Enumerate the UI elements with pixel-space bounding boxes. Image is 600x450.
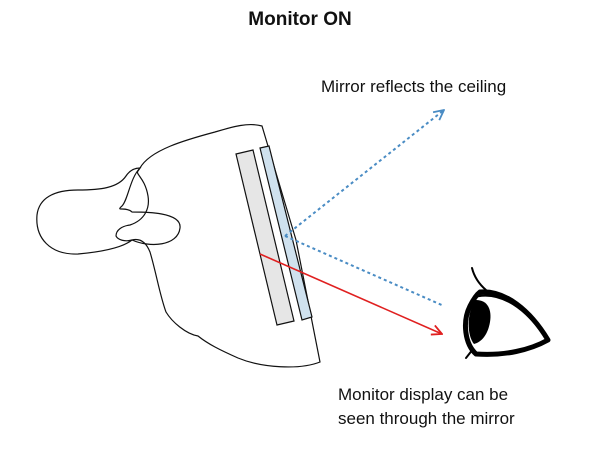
reflection-ray-up <box>284 110 444 237</box>
camera-body-outline <box>115 123 321 368</box>
diagram-title: Monitor ON <box>248 9 352 30</box>
monitor-panel <box>235 149 295 326</box>
display-label-line-2: seen through the mirror <box>338 409 515 428</box>
eye-icon <box>462 267 551 359</box>
display-ray <box>259 253 442 334</box>
display-visible-label: Monitor display can be seen through the … <box>338 383 515 431</box>
camera-grip-outline <box>36 167 181 255</box>
display-label-line-1: Monitor display can be <box>338 385 509 404</box>
half-mirror <box>259 145 313 321</box>
mirror-reflection-label: Mirror reflects the ceiling <box>321 77 507 96</box>
reflection-ray-eye <box>284 235 445 307</box>
